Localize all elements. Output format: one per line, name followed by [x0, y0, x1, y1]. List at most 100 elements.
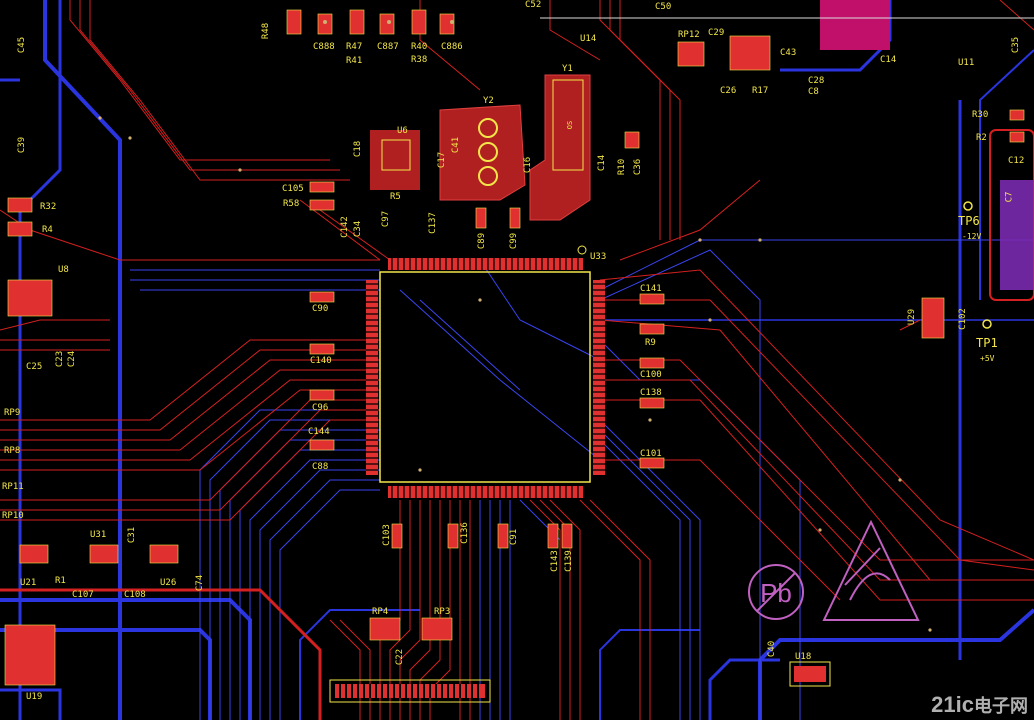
label-c108: C108 — [124, 590, 146, 600]
label-rp4: RP4 — [372, 607, 389, 617]
label-u33: U33 — [590, 252, 607, 262]
label-c138: C138 — [640, 388, 662, 398]
label-r2: R2 — [976, 133, 987, 143]
u33-outline — [379, 271, 591, 483]
label-r58: R58 — [283, 199, 300, 209]
label-c17: C17 — [437, 151, 448, 169]
label-y1: Y1 — [562, 64, 573, 74]
label-r9: R9 — [645, 338, 656, 348]
label-r32: R32 — [40, 202, 57, 212]
label-rp11: RP11 — [2, 482, 24, 492]
label-c25: C25 — [26, 362, 43, 372]
watermark-suffix: 电子网 — [974, 696, 1028, 716]
label-c18: C18 — [353, 140, 364, 158]
pb-free-text: Pb — [760, 578, 792, 608]
label-c100: C100 — [640, 370, 662, 380]
label-u8: U8 — [58, 265, 69, 275]
label-r4: R4 — [42, 225, 53, 235]
label-u18: U18 — [795, 652, 812, 662]
label-c22: C22 — [395, 648, 406, 666]
label-c107: C107 — [72, 590, 94, 600]
u33-pads — [366, 258, 605, 498]
label-c43: C43 — [780, 48, 797, 58]
label-r17: R17 — [752, 86, 769, 96]
label-u19: U19 — [26, 692, 43, 702]
label-c141: C141 — [640, 284, 662, 294]
label-c31: C31 — [127, 526, 138, 544]
label-c45: C45 — [17, 36, 28, 54]
watermark-logo: 21ic电子网 — [931, 692, 1028, 718]
label-c41: C41 — [451, 136, 462, 154]
label-c136: C136 — [459, 522, 470, 544]
label-c140: C140 — [310, 356, 332, 366]
label-r40: R40 — [411, 42, 428, 52]
label-c143: C143 — [549, 550, 560, 572]
label-y1-part: OS — [566, 120, 575, 130]
label-u31: U31 — [90, 530, 107, 540]
passive-pads — [4, 9, 1025, 686]
label-y2: Y2 — [483, 96, 494, 106]
label-c96: C96 — [312, 403, 329, 413]
label-rp10: RP10 — [2, 511, 24, 521]
label-c28: C28 — [808, 76, 825, 86]
label-c103: C103 — [381, 524, 392, 546]
label-u26: U26 — [160, 578, 177, 588]
label-rp3: RP3 — [434, 607, 451, 617]
label-r48: R48 — [261, 22, 272, 40]
label-c16: C16 — [523, 156, 534, 174]
label-c97: C97 — [381, 210, 392, 228]
label-c40: C40 — [767, 640, 778, 658]
tp6-pad[interactable] — [963, 201, 973, 211]
label-u29: U29 — [907, 308, 918, 326]
label-c24: C24 — [67, 350, 78, 368]
label-tp6-voltage: -12V — [962, 232, 982, 241]
label-c29: C29 — [708, 28, 725, 38]
label-c14-top: C14 — [880, 55, 897, 65]
label-c39: C39 — [17, 136, 28, 154]
label-u11: U11 — [958, 58, 975, 68]
label-c888: C888 — [313, 42, 335, 52]
label-c91: C91 — [509, 528, 520, 546]
tp1-pad[interactable] — [982, 319, 992, 329]
label-c88: C88 — [312, 462, 329, 472]
label-c7: C7 — [1004, 191, 1015, 203]
label-c144: C144 — [308, 427, 330, 437]
label-c101: C101 — [640, 449, 662, 459]
label-c90: C90 — [312, 304, 329, 314]
esd-warning-icon — [822, 519, 920, 621]
label-c8: C8 — [808, 87, 819, 97]
label-tp1-voltage: +5V — [980, 354, 995, 363]
label-c50: C50 — [655, 2, 672, 12]
label-c137: C137 — [427, 212, 438, 234]
label-r10: R10 — [617, 158, 628, 176]
label-c142: C142 — [339, 216, 350, 238]
label-rp9: RP9 — [4, 408, 21, 418]
label-u6: U6 — [397, 126, 408, 136]
label-c886: C886 — [441, 42, 463, 52]
label-c12: C12 — [1008, 156, 1025, 166]
pb-free-logo — [748, 564, 804, 620]
watermark-brand: 21ic — [931, 692, 974, 717]
label-c35: C35 — [1011, 36, 1022, 54]
label-rp8: RP8 — [4, 446, 21, 456]
label-c139: C139 — [563, 550, 574, 572]
label-c74: C74 — [195, 574, 206, 592]
label-tp1: TP1 — [976, 336, 998, 350]
label-c36: C36 — [633, 158, 644, 176]
label-c887: C887 — [377, 42, 399, 52]
label-c105: C105 — [282, 184, 304, 194]
label-r38: R38 — [411, 55, 428, 65]
label-r30: R30 — [972, 110, 989, 120]
label-rp12: RP12 — [678, 30, 700, 40]
label-tp6: TP6 — [958, 214, 980, 228]
label-c34: C34 — [353, 220, 364, 238]
label-c23: C23 — [55, 350, 66, 368]
label-r47: R47 — [346, 42, 363, 52]
label-r1: R1 — [55, 576, 66, 586]
label-c99: C99 — [509, 232, 520, 250]
label-c52: C52 — [525, 0, 542, 10]
label-c14: C14 — [597, 154, 608, 172]
label-c26: C26 — [720, 86, 737, 96]
